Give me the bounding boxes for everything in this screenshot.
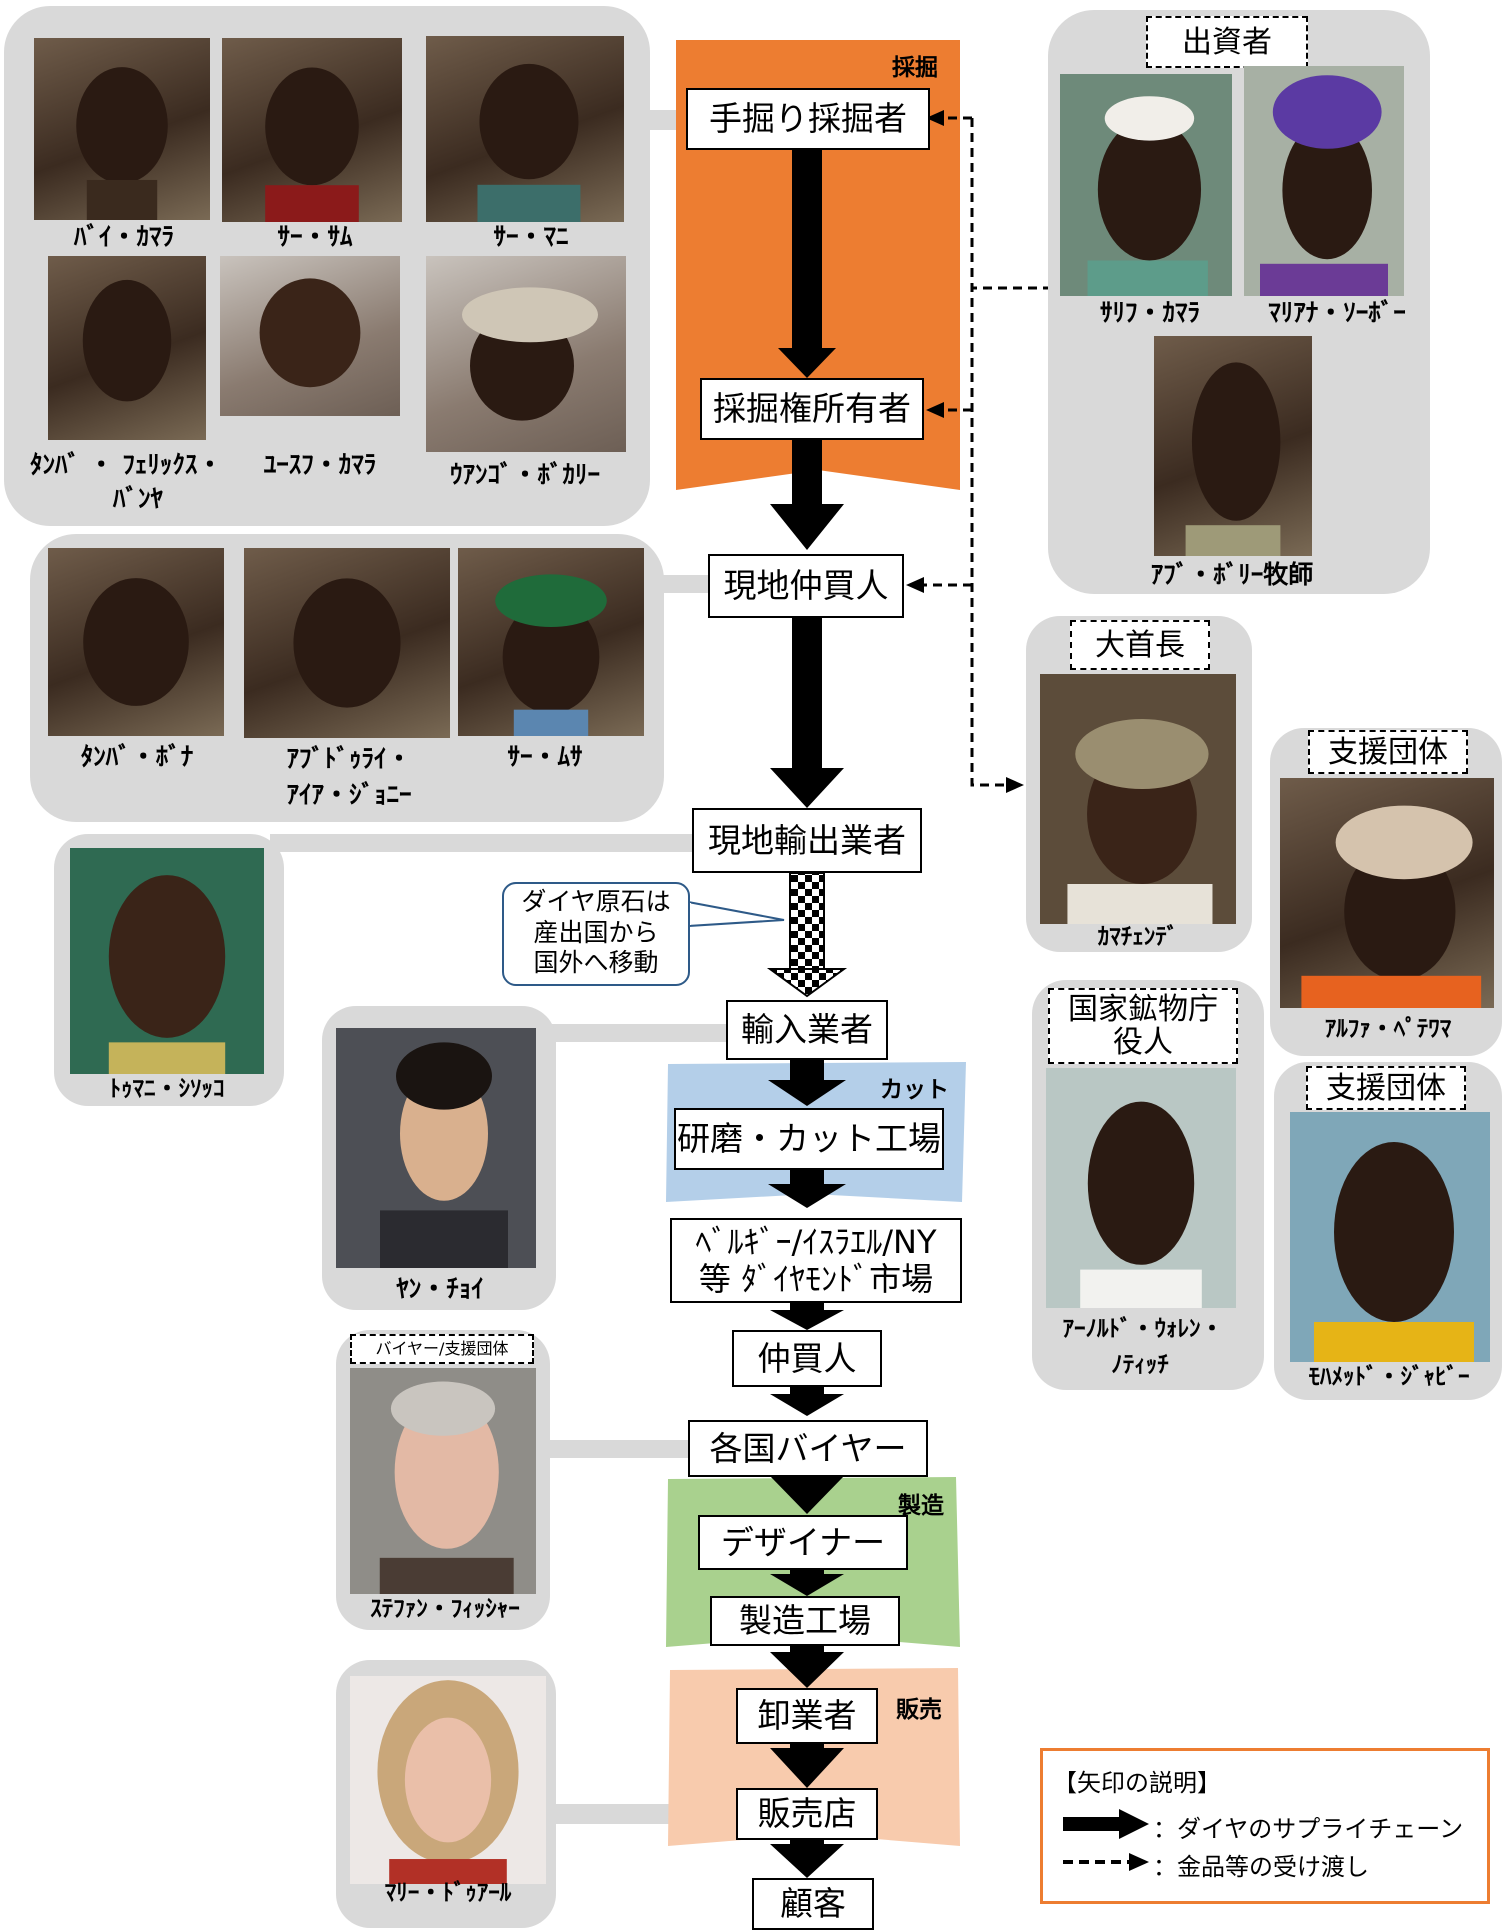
legend-dashed-arrow-icon [1063,1853,1149,1871]
ngo-1-title: 支援団体 [1308,730,1468,774]
stage-manufacture-label: 製造 [898,1493,944,1519]
node-mining-right-owner: 採掘権所有者 [700,378,924,440]
buyer-tag: バイヤー/支援団体 [350,1334,534,1364]
legend-solid-arrow-icon [1063,1809,1149,1839]
legend-dashed-label: ：金品等の受け渡し [1153,1853,1369,1881]
ngo-2-title: 支援団体 [1306,1066,1466,1110]
stage-mining-label: 採掘 [892,55,938,81]
caption-tamba-felix-line1: ﾀﾝﾊﾞ ・ ﾌｪﾘｯｸｽ・ [30,450,223,479]
node-artisanal-miner: 手掘り採掘者 [686,88,930,150]
stage-sales-label: 販売 [896,1697,942,1723]
caption-yusuf-kamara: ﾕｰｽﾌ・ｶﾏﾗ [263,450,377,479]
photo-tamba-bona [48,548,224,736]
photo-tumani-sisokko [70,848,264,1074]
photo-sar-sam [222,38,402,222]
official-title-line1: 国家鉱物庁 [1068,992,1218,1027]
caption-abdulai-line1: ｱﾌﾞﾄﾞｩﾗｲ・ [286,744,412,773]
photo-alpha-petewama [1280,778,1494,1008]
node-cutting-factory: 研磨・カット工場 [674,1108,944,1170]
stage-cut-label: カット [880,1077,949,1103]
official-title-line2: 役人 [1113,1025,1173,1060]
photo-tamba-felix-banya [48,256,206,440]
photo-wuango-bokari [426,256,626,452]
photo-mohamed-jabbie [1290,1112,1490,1362]
caption-bai-kamara: ﾊﾞｲ・ｶﾏﾗ [73,222,174,251]
caption-arnold-line2: ﾉﾃｨｯﾁ [1111,1352,1169,1378]
caption-tamba-felix-line2: ﾊﾞﾝﾔ [112,484,163,513]
connector-buyer [540,1440,690,1458]
caption-mariana-sobor: ﾏﾘｱﾅ・ｿｰﾎﾞｰ [1268,298,1406,327]
chief-title: 大首長 [1070,620,1210,670]
caption-yan-choi: ﾔﾝ・ﾁｮｲ [396,1274,484,1303]
caption-sarif-kamara: ｻﾘﾌ・ｶﾏﾗ [1099,298,1200,327]
connector-traders [660,575,710,593]
photo-yan-choi [336,1028,536,1268]
investors-title: 出資者 [1146,16,1308,68]
node-wholesaler: 卸業者 [736,1688,878,1744]
caption-marie-dual: ﾏﾘｰ・ﾄﾞｩｱｰﾙ [384,1880,512,1906]
photo-kamachende [1040,674,1236,924]
caption-abu-bolie: ｱﾌﾞ・ﾎﾞﾘｰ牧師 [1150,560,1314,589]
photo-stephane-fischer [350,1368,536,1594]
photo-yusuf-kamara [220,256,400,416]
caption-tamba-bona: ﾀﾝﾊﾞ・ﾎﾞﾅ [80,742,194,771]
caption-alpha-petewama: ｱﾙﾌｧ・ﾍﾟﾃﾜﾏ [1324,1016,1452,1042]
caption-wuango-bokari: ｳｱﾝｺﾞ・ﾎﾞｶﾘｰ [449,460,600,489]
photo-mariana-sobor [1244,66,1404,296]
node-diamond-market-line1: ﾍﾞﾙｷﾞｰ/ｲｽﾗｴﾙ/NY [695,1222,937,1261]
connector-exporter [270,834,692,852]
photo-sar-mani [426,36,624,222]
caption-tumani-sisokko: ﾄｩﾏﾆ・ｼｿｯｺ [109,1076,225,1102]
caption-arnold-line1: ｱｰﾉﾙﾄﾞ・ｳｫﾚﾝ・ [1062,1316,1224,1342]
photo-abu-bolie [1154,336,1312,556]
node-importer: 輸入業者 [726,1000,888,1060]
caption-kamachende: ｶﾏﾁｪﾝﾃﾞ [1097,924,1179,950]
caption-sar-sam: ｻｰ・ｻﾑ [277,222,353,251]
node-customer: 顧客 [752,1878,874,1930]
node-broker: 仲買人 [732,1330,882,1387]
legend-solid-label: ：ダイヤのサプライチェーン [1153,1815,1464,1843]
node-local-trader: 現地仲買人 [708,554,904,618]
node-retail-store: 販売店 [736,1788,878,1840]
legend-title: 【矢印の説明】 [1053,1769,1221,1797]
legend: 【矢印の説明】 ：ダイヤのサプライチェーン ：金品等の受け渡し [1040,1748,1490,1904]
photo-sar-musa [458,548,644,736]
node-diamond-market: ﾍﾞﾙｷﾞｰ/ｲｽﾗｴﾙ/NY 等 ﾀﾞｲﾔﾓﾝﾄﾞ市場 [670,1218,962,1303]
photo-sarif-kamara [1060,74,1232,296]
node-national-buyer: 各国バイヤー [688,1420,928,1477]
callout-line-1: ダイヤ原石は [521,887,671,916]
photo-marie-dual [350,1676,546,1884]
photo-bai-kamara [34,38,210,220]
photo-arnold-nottich [1046,1068,1236,1308]
caption-abdulai-line2: ｱｲｱ・ｼﾞｮﾆｰ [286,780,412,809]
callout-line-3: 国外へ移動 [533,948,659,977]
official-title: 国家鉱物庁 役人 [1048,988,1238,1064]
caption-stephane-fischer: ｽﾃﾌｧﾝ・ﾌｨｯｼｬｰ [370,1596,520,1622]
connector-importer [540,1024,730,1042]
caption-sar-mani: ｻｰ・ﾏﾆ [493,222,569,251]
caption-mohamed-jabbie: ﾓﾊﾒｯﾄﾞ・ｼﾞｬﾋﾞｰ [1308,1364,1470,1390]
callout-line-2: 産出国から [533,917,659,947]
node-manufacturing-factory: 製造工場 [710,1596,900,1646]
caption-sar-musa: ｻｰ・ﾑｻ [507,742,583,771]
node-designer: デザイナー [698,1515,908,1570]
node-diamond-market-line2: 等 ﾀﾞｲﾔﾓﾝﾄﾞ市場 [698,1259,934,1298]
export-callout: ダイヤ原石は 産出国から 国外へ移動 [502,882,690,986]
node-local-exporter: 現地輸出業者 [692,808,922,873]
photo-abdulai-aia-johnny [244,548,450,738]
